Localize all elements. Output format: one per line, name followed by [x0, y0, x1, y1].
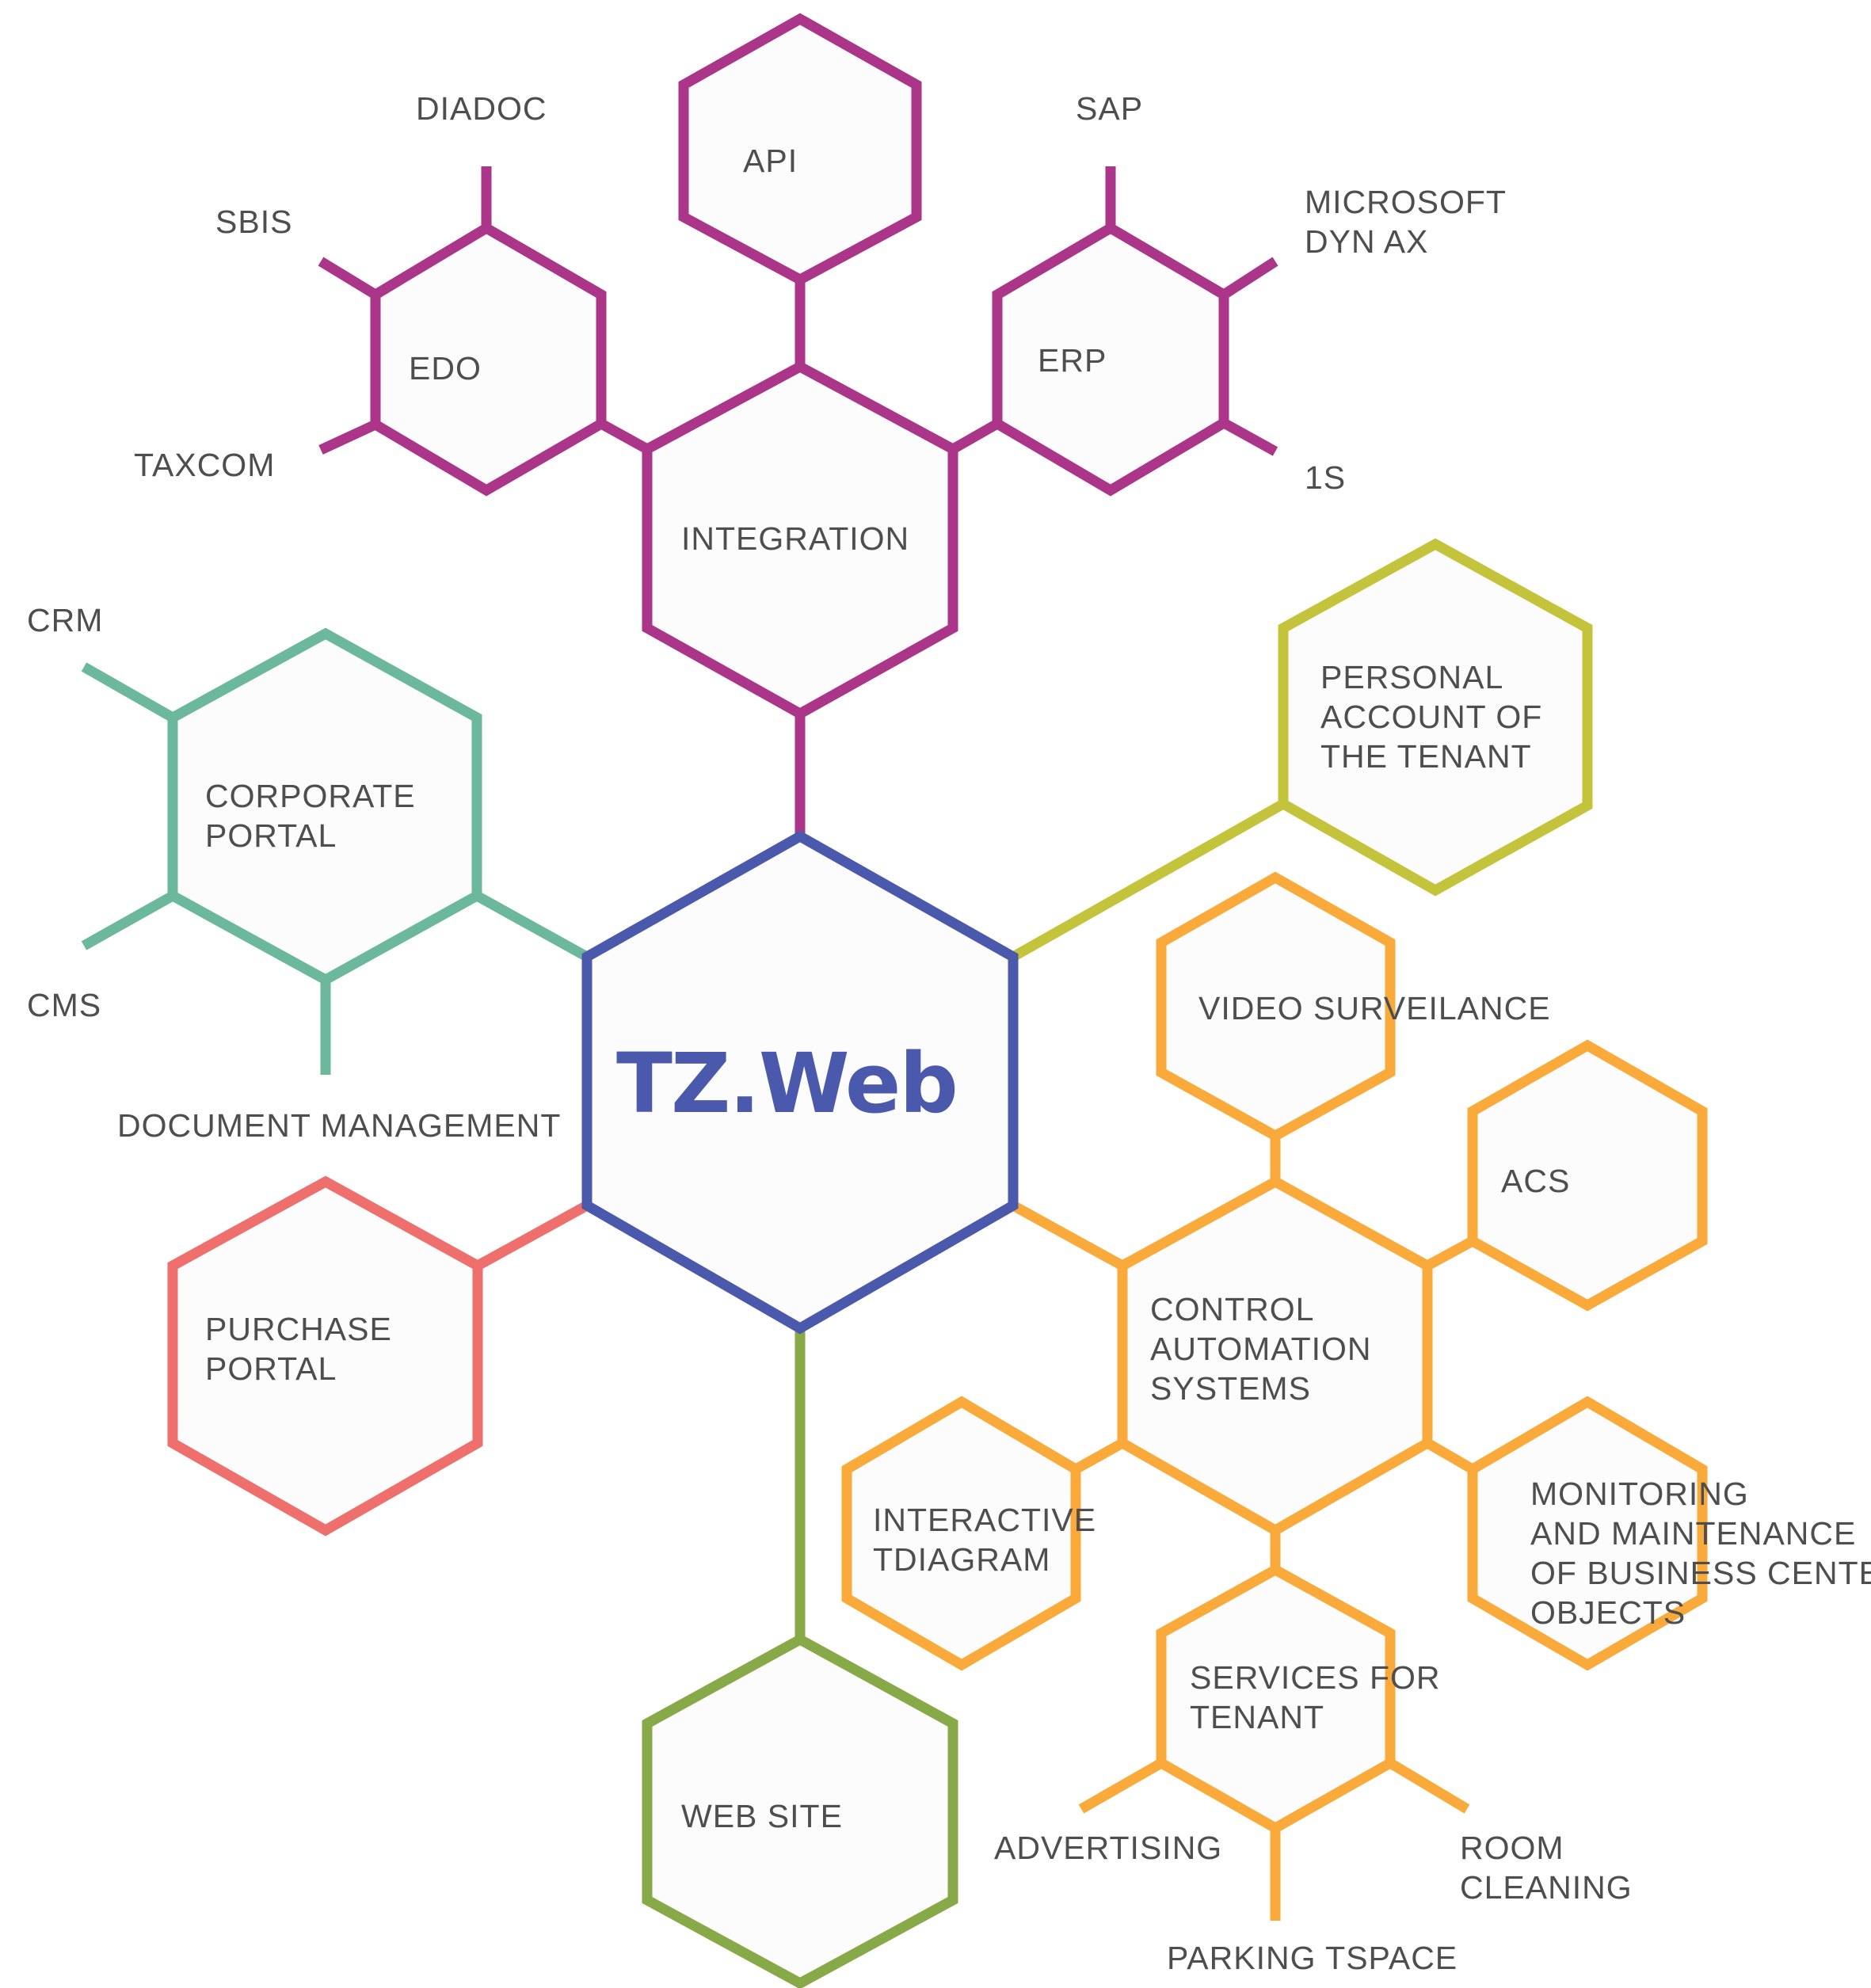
- web-site-hexagon: [642, 1633, 958, 1988]
- taxcom-label: TAXCOM: [134, 447, 276, 483]
- api-hexagon: [678, 13, 922, 286]
- services-for-tenant-label: SERVICES FOR TENANT: [1190, 1659, 1441, 1735]
- crm-label: CRM: [27, 602, 104, 638]
- api-label: API: [743, 143, 798, 179]
- room-cleaning-label: ROOM CLEANING: [1460, 1830, 1633, 1906]
- integration-label: INTEGRATION: [681, 520, 910, 557]
- video-surveilance-label: VIDEO SURVEILANCE: [1198, 990, 1551, 1026]
- corporate-portal-cluster: [81, 627, 590, 1075]
- automation-core-connector: [1010, 1201, 1126, 1270]
- room-cleaning-stub: [1387, 1758, 1470, 1814]
- microsoft-dyn-ax-label: MICROSOFT DYN AX: [1305, 184, 1507, 260]
- interactive-connector: [1073, 1438, 1126, 1474]
- erp-label: ERP: [1038, 342, 1107, 379]
- cms-label: CMS: [27, 987, 102, 1023]
- erp-connector: [950, 419, 1000, 454]
- monitoring-label: MONITORING AND MAINTENANCE OF BUSINESS C…: [1530, 1476, 1871, 1631]
- parking-space-label: PARKING TSPACE: [1167, 1940, 1458, 1976]
- acs-label: ACS: [1501, 1163, 1571, 1199]
- portal-core-connector: [474, 891, 590, 962]
- erp-hexagon: [992, 222, 1229, 497]
- monitoring-hexagon: [1467, 1396, 1708, 1671]
- web-site-cluster: [642, 1328, 958, 1988]
- personal-account-hexagon: [1278, 538, 1593, 897]
- edo-connector: [598, 419, 650, 454]
- control-automation-cluster: [841, 871, 1708, 1921]
- corporate-portal-hexagon: [167, 627, 482, 986]
- personal-account-connector: [1010, 799, 1286, 962]
- purchase-connector: [474, 1201, 590, 1270]
- tz-web-title: TZ.Web: [616, 1035, 958, 1132]
- control-automation-hexagon: [1117, 1175, 1433, 1537]
- monitoring-connector: [1424, 1438, 1476, 1474]
- crm-stub: [81, 662, 176, 722]
- purchase-portal-label: PURCHASE PORTAL: [205, 1311, 392, 1387]
- integration-cluster: [318, 13, 1278, 836]
- edo-hexagon: [370, 222, 607, 497]
- control-automation-label: CONTROL AUTOMATION SYSTEMS: [1150, 1291, 1372, 1407]
- purchase-portal-hexagon: [167, 1175, 483, 1537]
- microsoft-stub: [1221, 257, 1278, 299]
- taxcom-stub: [318, 420, 378, 455]
- interactive-tdiagram-hexagon: [841, 1396, 1081, 1671]
- diadoc-label: DIADOC: [416, 90, 547, 127]
- video-surveilance-hexagon: [1156, 871, 1396, 1142]
- acs-connector: [1424, 1236, 1476, 1270]
- document-management-label: DOCUMENT MANAGEMENT: [117, 1107, 562, 1144]
- services-for-tenant-hexagon: [1156, 1563, 1396, 1834]
- one-s-label: 1S: [1305, 459, 1347, 496]
- web-site-label: WEB SITE: [681, 1798, 843, 1834]
- integration-hexagon: [642, 360, 958, 720]
- cms-stub: [81, 891, 176, 950]
- personal-account-label: PERSONAL ACCOUNT OF THE TENANT: [1320, 659, 1543, 775]
- acs-hexagon: [1467, 1039, 1708, 1312]
- purchase-portal-cluster: [167, 1175, 590, 1537]
- corporate-portal-label: CORPORATE PORTAL: [205, 778, 416, 854]
- tz-web-core-hexagon: [581, 830, 1019, 1335]
- sbis-label: SBIS: [215, 204, 293, 240]
- advertising-stub: [1078, 1758, 1164, 1814]
- one-s-stub: [1221, 418, 1278, 456]
- edo-label: EDO: [409, 350, 482, 387]
- advertising-label: ADVERTISING: [994, 1830, 1223, 1866]
- sap-label: SAP: [1076, 90, 1144, 127]
- interactive-tdiagram-label: INTERACTIVE TDIAGRAM: [873, 1502, 1097, 1578]
- personal-account-cluster: [1010, 538, 1593, 962]
- sbis-stub: [318, 257, 379, 299]
